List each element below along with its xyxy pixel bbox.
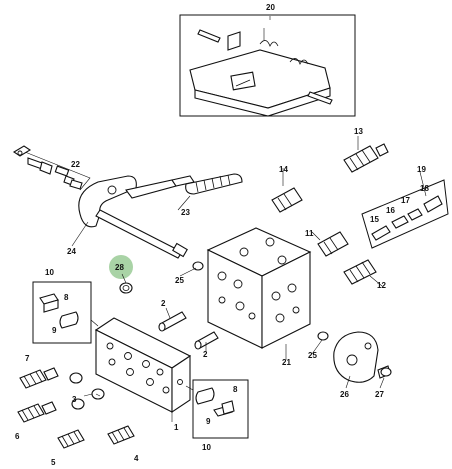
part-10-left-inset (32, 281, 99, 344)
callout-labels: 20 22 13 14 19 18 17 16 15 23 24 11 28 1… (15, 3, 429, 467)
part-2-pins (158, 307, 219, 352)
part-1-base-plate (94, 317, 192, 414)
part-10-right-inset (185, 379, 249, 439)
callout-8-right: 8 (233, 385, 238, 394)
callout-20: 20 (266, 3, 275, 12)
part-23-grip (185, 173, 243, 195)
callout-7: 7 (25, 354, 30, 363)
inset-box-10-left (32, 281, 92, 344)
part-24-lever (78, 175, 195, 259)
callout-8-left: 8 (64, 293, 69, 302)
callout-11: 11 (305, 229, 314, 238)
right-fittings (271, 143, 449, 285)
callout-18: 18 (420, 184, 429, 193)
callout-25-top: 25 (175, 276, 184, 285)
callout-17: 17 (401, 196, 410, 205)
callout-6: 6 (15, 432, 20, 441)
callout-21: 21 (282, 358, 291, 367)
callout-27: 27 (375, 390, 384, 399)
callout-9-left: 9 (52, 326, 57, 335)
callout-23: 23 (181, 208, 190, 217)
callout-19: 19 (417, 165, 426, 174)
callout-26: 26 (340, 390, 349, 399)
inset-box-10-right (192, 379, 249, 439)
part-22-rod-assembly (12, 145, 91, 191)
lower-left-fittings (17, 367, 135, 449)
part-28-seal (109, 255, 133, 294)
leader-lines (71, 16, 427, 422)
part-21-valve-body (206, 227, 312, 349)
callout-3: 3 (72, 395, 77, 404)
callout-22: 22 (71, 160, 80, 169)
callout-2-bottom: 2 (203, 350, 208, 359)
callout-9-right: 9 (206, 417, 211, 426)
callout-2-top: 2 (161, 299, 166, 308)
callout-14: 14 (279, 165, 288, 174)
highlight-circle (109, 255, 133, 279)
callout-10-left: 10 (45, 268, 54, 277)
callout-1: 1 (174, 423, 179, 432)
callout-12: 12 (377, 281, 386, 290)
part-26-cam (333, 331, 392, 383)
part-20-cover-inset (179, 14, 356, 117)
callout-28: 28 (115, 263, 124, 272)
callout-25-bottom: 25 (308, 351, 317, 360)
callout-24: 24 (67, 247, 76, 256)
inset-box-19 (361, 179, 449, 249)
callout-4: 4 (134, 454, 139, 463)
callout-13: 13 (354, 127, 363, 136)
callout-15: 15 (370, 215, 379, 224)
callout-10-right: 10 (202, 443, 211, 452)
callout-16: 16 (386, 206, 395, 215)
callout-5: 5 (51, 458, 56, 467)
